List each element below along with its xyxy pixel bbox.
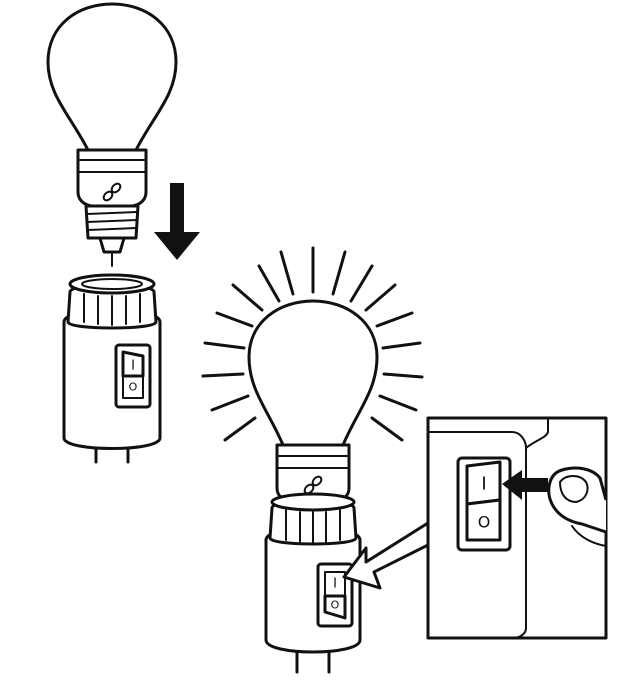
- adapter-rocker-switch: I O: [114, 343, 152, 409]
- base-adapter-bottom: I O: [264, 492, 362, 674]
- adapter-rocker-switch-on: I O: [316, 562, 354, 628]
- unlit-bulb: [46, 2, 178, 267]
- link-logo-icon: [102, 182, 122, 202]
- finger-icon: [547, 466, 608, 547]
- switch-off-label: O: [331, 599, 340, 612]
- push-arrow-icon: [502, 470, 548, 500]
- light-rays-icon: [201, 246, 424, 442]
- lit-bulb: [247, 299, 379, 503]
- switch-off-label: O: [129, 381, 138, 394]
- detail-switch-on-label: I: [481, 474, 486, 495]
- link-logo-icon: [303, 475, 323, 495]
- detail-switch-off-label: O: [478, 513, 491, 532]
- callout-arrow-icon: [342, 521, 430, 590]
- detail-rocker-switch: I O: [456, 456, 512, 552]
- switch-on-label: I: [131, 359, 135, 374]
- down-arrow-icon: [154, 183, 200, 260]
- switch-detail-inset: I O: [426, 416, 608, 640]
- switch-on-label: I: [333, 577, 337, 592]
- base-adapter-top: I O: [62, 273, 162, 464]
